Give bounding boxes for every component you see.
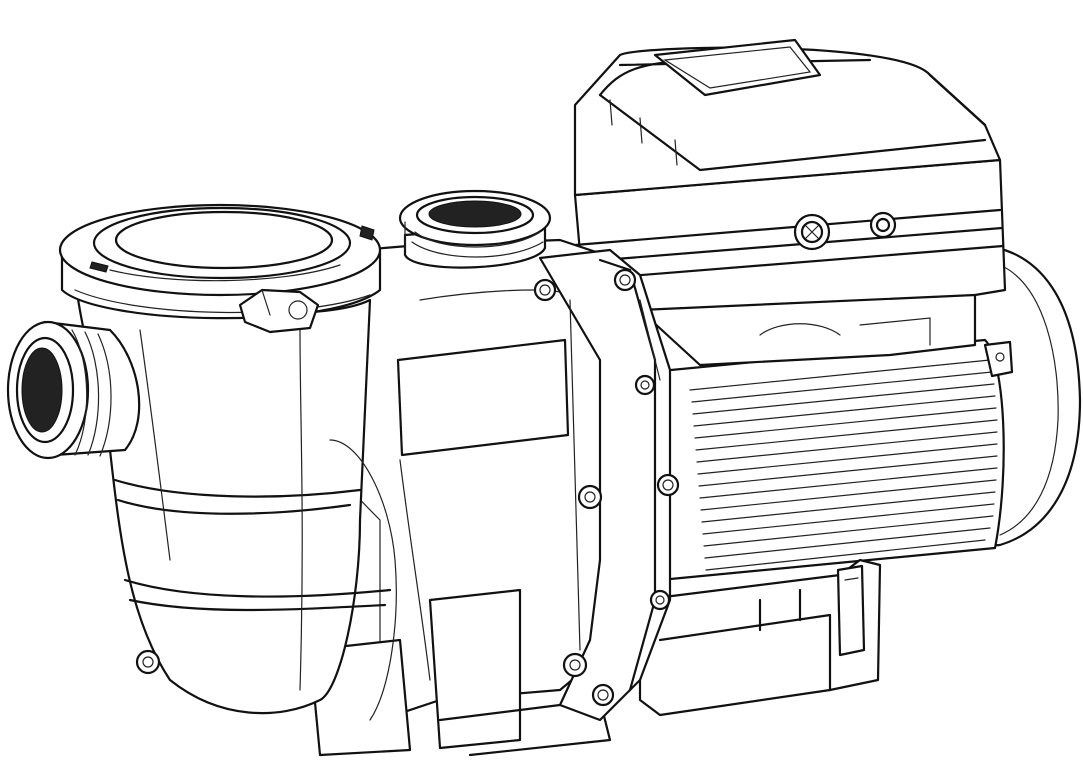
inlet-port <box>6 320 141 460</box>
motor-body <box>648 243 1082 582</box>
pump-body <box>298 238 642 757</box>
base-foot <box>638 558 882 717</box>
lid-handle <box>238 288 320 334</box>
strainer-lid <box>58 203 382 320</box>
motor-cooling-fins <box>689 359 998 571</box>
outlet-port <box>398 189 552 269</box>
seal-plate-flange <box>533 248 680 722</box>
controller-housing <box>573 38 1007 367</box>
label-plate <box>396 338 570 457</box>
flange-bolts <box>533 268 680 707</box>
controller-ports <box>793 211 897 251</box>
drain-plug <box>135 649 161 675</box>
